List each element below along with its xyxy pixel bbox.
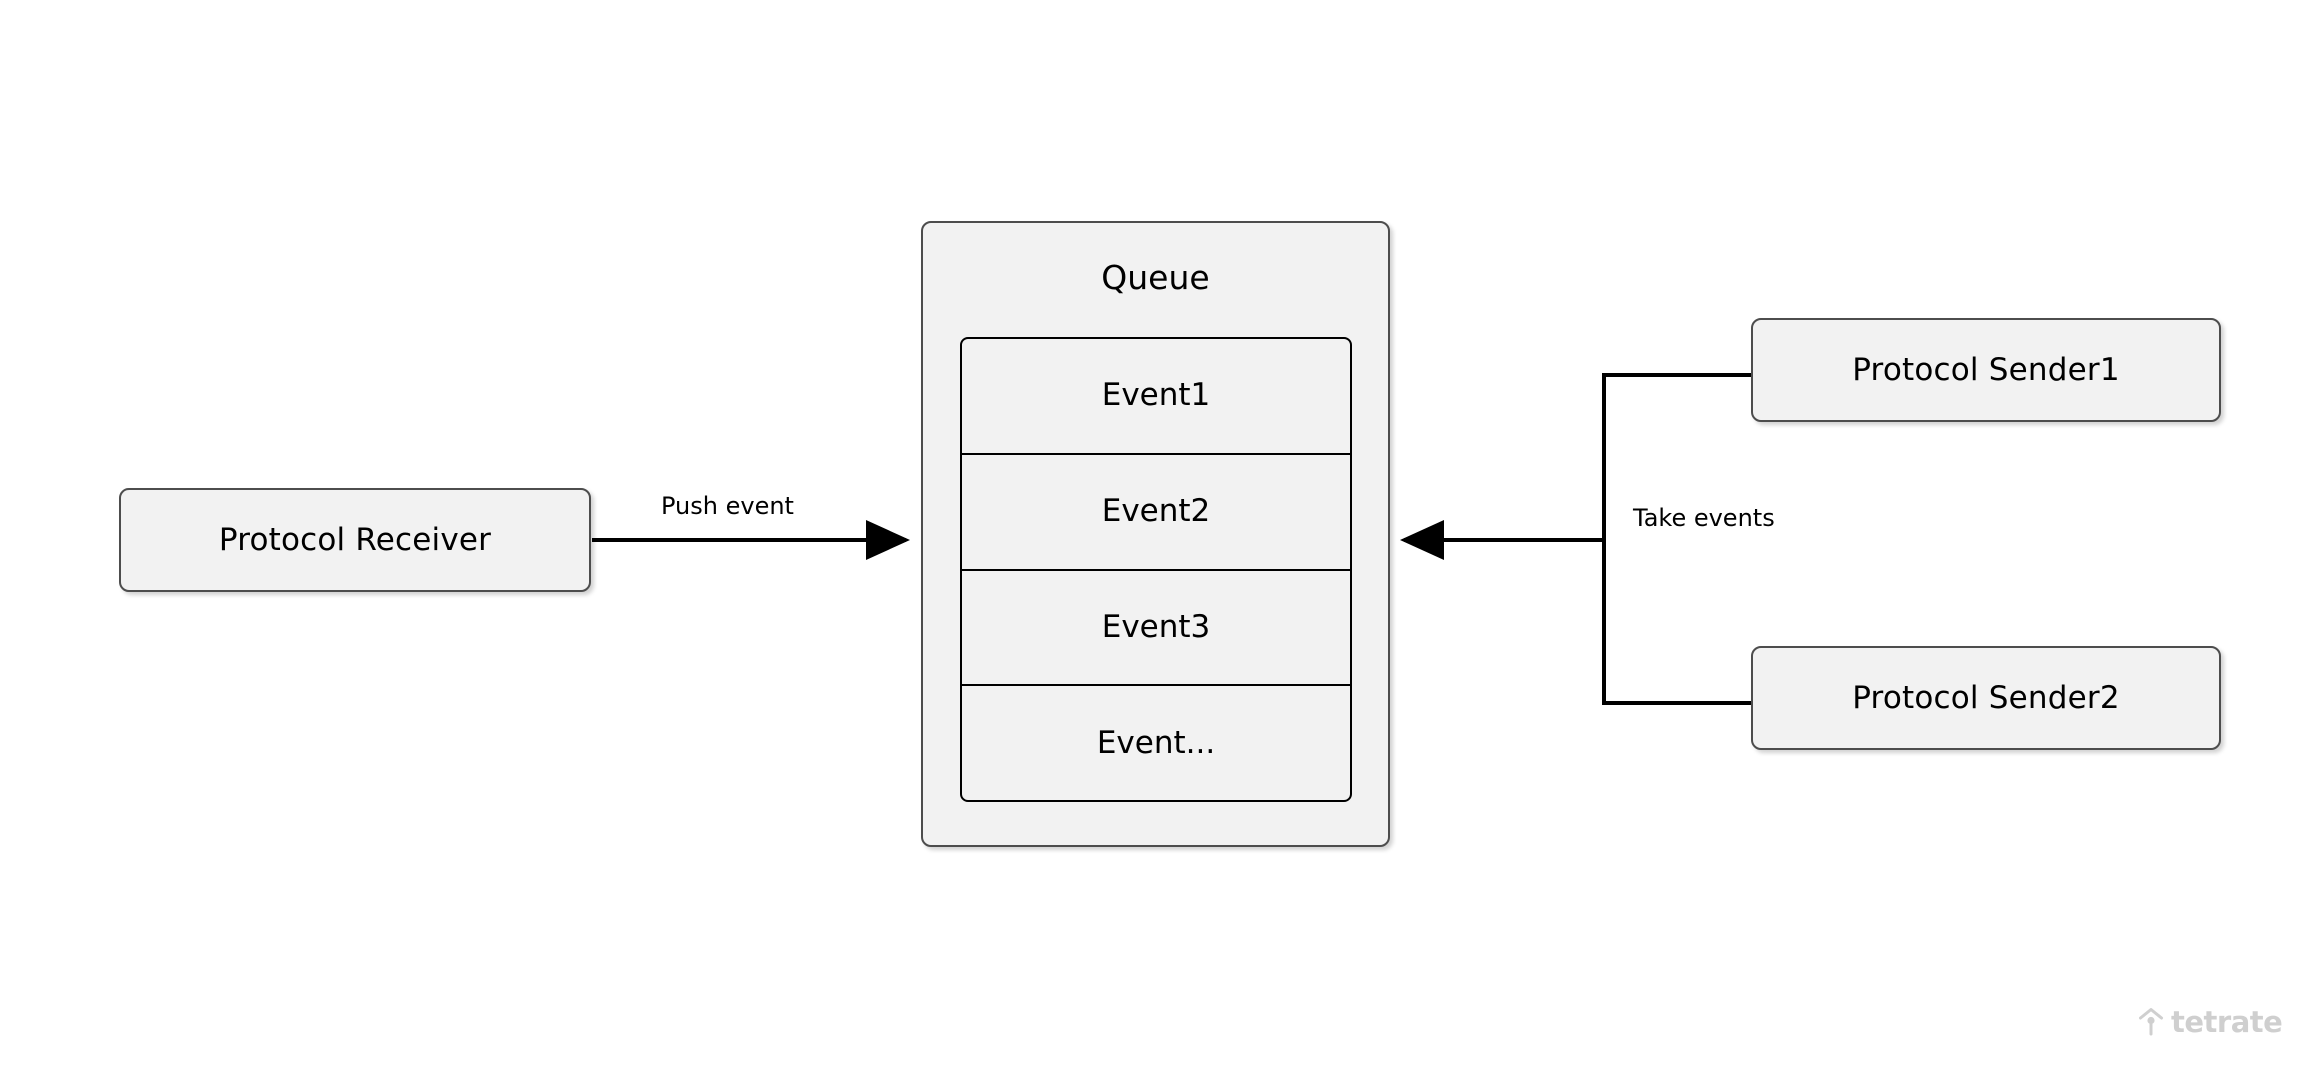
edge-label-take-events: Take events [1633,504,1775,532]
node-protocol-sender2[interactable]: Protocol Sender2 [1751,646,2221,750]
edge-label-push-event: Push event [661,492,794,520]
list-item[interactable]: Event1 [962,339,1350,455]
node-protocol-sender1[interactable]: Protocol Sender1 [1751,318,2221,422]
watermark: tetrate [2138,1004,2283,1039]
edge-take-events [1400,373,1753,705]
list-item[interactable]: Event... [962,686,1350,800]
node-queue-container[interactable]: Queue Event1 Event2 Event3 Event... [921,221,1390,847]
event-label: Event2 [1101,493,1211,530]
queue-event-list: Event1 Event2 Event3 Event... [960,337,1352,802]
node-label-protocol-receiver: Protocol Receiver [218,521,492,558]
watermark-text: tetrate [2171,1004,2283,1039]
node-protocol-receiver[interactable]: Protocol Receiver [119,488,591,592]
event-label: Event1 [1101,377,1211,414]
list-item[interactable]: Event2 [962,455,1350,571]
event-label: Event... [1096,724,1216,761]
event-label: Event3 [1101,608,1211,645]
queue-title: Queue [1101,258,1210,297]
list-item[interactable]: Event3 [962,571,1350,687]
node-label-protocol-sender2: Protocol Sender2 [1852,679,2120,716]
node-label-protocol-sender1: Protocol Sender1 [1852,351,2120,388]
tetrate-lamp-icon [2139,1008,2163,1036]
